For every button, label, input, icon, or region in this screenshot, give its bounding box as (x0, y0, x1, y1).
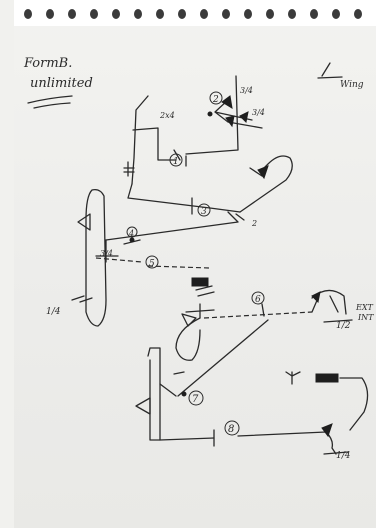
binding-hole (266, 9, 274, 19)
ext-label: EXT (355, 303, 374, 312)
dashed-link-left (96, 258, 142, 262)
left-triangle (78, 214, 90, 230)
wing-label: Wing (340, 80, 364, 90)
right-triangle (182, 314, 196, 326)
node-number-6: 6 (255, 295, 261, 305)
title-line-2: unlimited (30, 76, 93, 91)
binding-hole (24, 9, 32, 19)
ext-arrow (312, 292, 320, 302)
filled-block (192, 278, 208, 286)
half-label: 1/2 (336, 321, 351, 331)
node-number-8: 8 (228, 424, 234, 435)
node-number-4: 4 (128, 229, 134, 238)
lower-base-right (238, 432, 336, 454)
node-circles (127, 92, 264, 435)
top-right-mark (318, 63, 342, 78)
upper-left-branch (132, 96, 148, 184)
binding-hole (68, 9, 76, 19)
arrow-head-a (222, 96, 232, 108)
cross-line (106, 212, 238, 240)
fraction-label-b: 3/4 (252, 108, 265, 117)
binding-hole (46, 9, 54, 19)
binding-hole (288, 9, 296, 19)
binding-hole (222, 9, 230, 19)
right-loop (176, 318, 200, 360)
node-numbers: 1 2 3 4 5 6 7 8 (128, 95, 261, 435)
bottom-right-cap (286, 372, 300, 384)
loop-arrow-head (258, 166, 268, 178)
binding-hole (310, 9, 318, 19)
bottom-right-curve (340, 378, 368, 430)
bottom-quarter-label: 1/4 (336, 451, 351, 461)
long-diagonal (178, 320, 268, 396)
arrow-head-b (240, 112, 248, 122)
binding-hole (156, 9, 164, 19)
lower-triangle (136, 398, 150, 414)
cross-tick (236, 214, 244, 220)
binding-hole (244, 9, 252, 19)
middle-line (128, 184, 240, 212)
binding-hole (134, 9, 142, 19)
binding-hole (332, 9, 340, 19)
binding-hole (112, 9, 120, 19)
node-number-5: 5 (149, 259, 155, 269)
upper-loop (133, 128, 176, 160)
node-number-3: 3 (201, 207, 207, 217)
int-label: INT (357, 313, 374, 322)
node-number-7: 7 (192, 394, 199, 405)
dashed-link-center (148, 266, 210, 268)
binding-hole (354, 9, 362, 19)
middle-loop (240, 156, 292, 212)
title-underline-second (34, 103, 70, 108)
left-ticks (72, 296, 92, 302)
fraction-label-a: 3/4 (240, 86, 253, 95)
lower-arms (160, 372, 184, 396)
binding-hole (178, 9, 186, 19)
lower-left-post (148, 348, 160, 440)
node-number-1: 1 (173, 157, 179, 167)
left-fraction-label: 1/4 (46, 307, 61, 317)
title-underline (28, 96, 72, 103)
lower-base-left (160, 438, 214, 440)
binding-holes (24, 9, 362, 19)
binding-hole (200, 9, 208, 19)
fraction-label-c: 3/4 (100, 249, 113, 258)
two-label: 2 (251, 219, 257, 228)
node-dot (208, 112, 212, 116)
left-dot (130, 238, 134, 242)
block-arrows (196, 286, 214, 296)
binding-hole (90, 9, 98, 19)
title-line-1: FormB. (24, 56, 72, 71)
filled-bar (316, 374, 338, 382)
node-number-2: 2 (212, 95, 219, 105)
bottom-arrow-head (322, 424, 332, 436)
lower-dot (182, 392, 186, 396)
two-by-four-label: 2x4 (159, 111, 175, 120)
dashed-link-right (204, 312, 312, 318)
